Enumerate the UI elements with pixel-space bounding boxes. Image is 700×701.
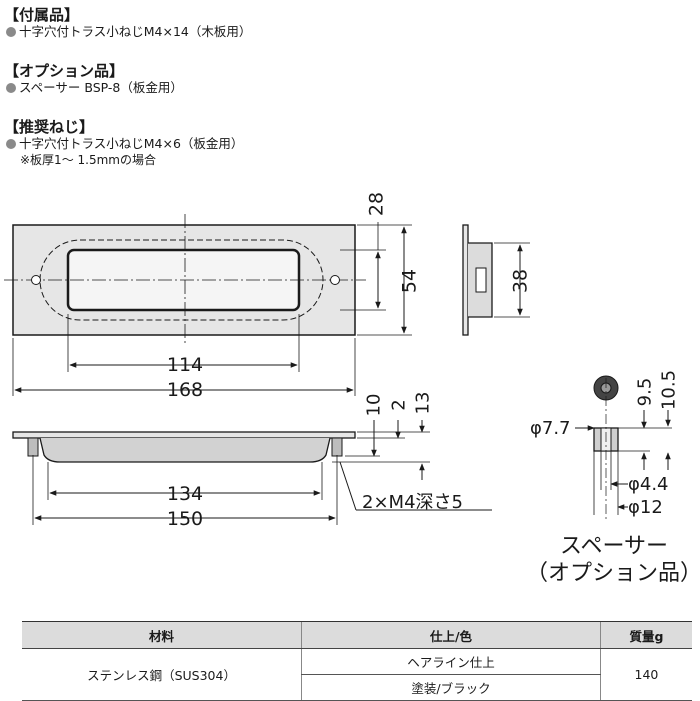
cell-finish-1: ヘアライン仕上	[301, 648, 601, 675]
accessories-title: 【付属品】	[4, 6, 80, 24]
recommended-title: 【推奨ねじ】	[4, 118, 95, 136]
spacer-caption-1: スペーサー	[560, 534, 668, 559]
spec-table: 材料 仕上/色 質量g ステンレス鋼（SUS304） ヘアライン仕上 140 塗…	[22, 621, 692, 701]
bullet-icon	[6, 83, 16, 93]
spacer-dim-7-7: φ7.7	[530, 418, 571, 439]
cell-material: ステンレス鋼（SUS304）	[22, 648, 302, 701]
screw-hole-label: 2×M4深さ5	[362, 492, 463, 513]
cell-weight: 140	[599, 648, 692, 701]
options-section: 【オプション品】 スペーサー BSP-8（板金用）	[4, 62, 183, 96]
dim-114: 114	[167, 354, 203, 376]
dim-10: 10	[363, 394, 384, 417]
dim-2: 2	[388, 399, 409, 410]
header-weight: 質量g	[599, 621, 692, 649]
cell-finish-2: 塗装/ブラック	[301, 674, 601, 701]
bottom-view	[12, 420, 492, 525]
dim-13: 13	[412, 392, 433, 415]
screw-hole-right	[330, 275, 340, 285]
header-material: 材料	[22, 621, 302, 649]
technical-drawing: 114 168 54 28 38 134 150 10 2 13	[4, 192, 700, 586]
dim-150: 150	[167, 508, 203, 530]
accessories-item-text: 十字穴付トラス小ねじM4×14（木板用）	[19, 24, 252, 39]
header-finish: 仕上/色	[301, 621, 601, 649]
spacer-dim-10-5: 10.5	[658, 370, 679, 410]
bullet-icon	[6, 27, 16, 37]
spacer-view	[575, 375, 672, 520]
recommended-section: 【推奨ねじ】 十字穴付トラス小ねじM4×6（板金用） ※板厚1～ 1.5mmの場…	[4, 118, 243, 168]
options-item-text: スペーサー BSP-8（板金用）	[19, 80, 183, 95]
spacer-caption-2: （オプション品）	[526, 561, 700, 586]
dim-28: 28	[366, 192, 388, 216]
accessories-item: 十字穴付トラス小ねじM4×14（木板用）	[4, 24, 251, 40]
dim-134: 134	[167, 483, 203, 505]
side-view	[462, 224, 530, 336]
dim-54: 54	[399, 269, 421, 293]
recommended-note: ※板厚1～ 1.5mmの場合	[20, 153, 156, 167]
spacer-dim-4-4: φ4.4	[628, 474, 669, 495]
dim-38: 38	[510, 269, 532, 293]
recommended-item-text: 十字穴付トラス小ねじM4×6（板金用）	[19, 136, 244, 151]
screw-hole-left	[31, 275, 41, 285]
accessories-section: 【付属品】 十字穴付トラス小ねじM4×14（木板用）	[4, 6, 251, 40]
spacer-dim-12: φ12	[628, 497, 663, 518]
options-item: スペーサー BSP-8（板金用）	[4, 80, 183, 96]
recommended-item: 十字穴付トラス小ねじM4×6（板金用）	[4, 136, 243, 152]
bullet-icon	[6, 139, 16, 149]
front-view	[4, 214, 412, 396]
dim-168: 168	[167, 379, 203, 401]
options-title: 【オプション品】	[4, 62, 125, 80]
spacer-dim-9-5: 9.5	[634, 378, 655, 407]
